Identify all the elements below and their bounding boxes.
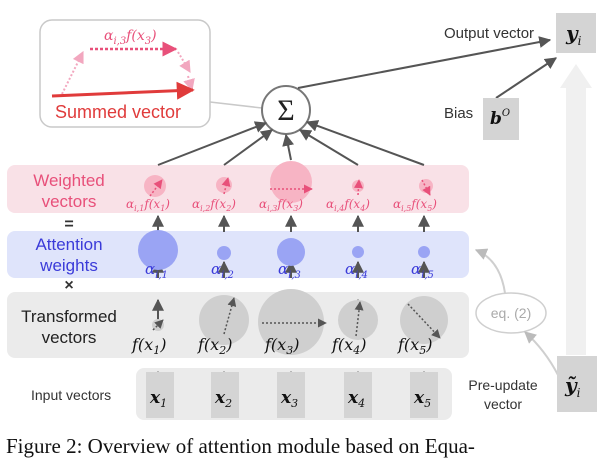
eq-to-attention-arrow [474,248,506,294]
pre-update-label-1: Pre-update [468,377,537,393]
input-box-3 [277,372,305,418]
column-2: x2 f(x2) αi,2 αi,2f(x2) [192,177,249,418]
transformed-f-4: f(x4) [331,335,366,357]
summed-vector-label: Summed vector [55,102,181,122]
column-5: x5 f(x5) αi,5 αi,5f(x5) [393,179,448,418]
eq-ref-ellipse [475,292,547,334]
transformed-f-1: f(x1) [131,335,166,357]
weighted-label-col-1: αi,1f(x1) [126,197,170,213]
pre-update-symbol: ỹi [564,373,581,400]
input-x-4: x4 [347,388,365,410]
column-1: x1 f(x1) αi,1 αi,1f(x1) [126,175,178,418]
input-x-5: x5 [413,388,431,410]
attention-label-1: Attention [35,235,102,254]
weighted-circle-2 [216,177,232,193]
times-sign: × [64,277,73,294]
attention-alpha-4: αi,4 [345,260,368,281]
input-x-1: x1 [149,388,167,410]
inset-connector [209,101,263,109]
weighted-label-col-5: αi,5f(x5) [393,197,437,213]
bias-symbol: bO [490,108,510,129]
attention-alpha-1: αi,1 [145,260,168,281]
input-box-1 [146,372,174,418]
attention-alpha-3: αi,3 [278,260,301,281]
pre-update-label-2: vector [484,396,522,412]
attention-circle-4 [352,246,364,258]
bias-to-output [495,57,557,99]
input-box-5 [410,372,438,418]
attention-alpha-5: αi,5 [411,260,434,281]
output-box [556,13,596,53]
attention-circle-5 [418,246,430,258]
bias-box [483,98,519,140]
attention-circle-1 [138,230,178,270]
transformed-f-3: f(x3) [264,335,299,357]
transformed-f-2: f(x2) [197,335,232,357]
pre-update-box [557,356,597,412]
sum-inputs [157,120,425,166]
weighted-circle-3 [270,161,312,203]
sum-to-output [297,36,552,89]
figure-caption: Figure 2: Overview of attention module b… [6,434,475,458]
transformed-label-2: vectors [42,328,97,347]
transformed-label-1: Transformed [21,307,117,326]
transformed-circle-2 [199,295,249,345]
attention-label-2: weights [39,256,98,275]
column-4: x4 f(x4) αi,4 αi,4f(x4) [326,179,378,418]
pre-to-eq-arrow [524,331,559,376]
weighted-label-col-2: αi,2f(x2) [192,197,236,213]
weighted-label-col-3: αi,3f(x3) [259,197,303,213]
eq-ref-label: eq. (2) [491,305,531,321]
equals-sign: = [64,216,73,233]
bias-label: Bias [444,105,473,122]
input-vectors-label: Input vectors [31,387,111,403]
sum-symbol: Σ [277,94,294,127]
transformed-circle-3 [258,289,324,355]
input-box-4 [344,372,372,418]
inset-arrows [51,41,195,100]
weighted-label-2: vectors [42,192,97,211]
output-symbol: yi [565,21,582,48]
weighted-band [7,165,469,213]
attention-alpha-2: αi,2 [211,260,234,281]
transformed-f-5: f(x5) [397,335,432,357]
input-box-2 [211,372,239,418]
attention-circle-3 [277,238,305,266]
attention-circle-2 [217,246,231,260]
weighted-label-1: Weighted [33,171,105,190]
weighted-circle-1 [144,175,166,197]
weighted-circle-5 [419,179,433,193]
input-x-2: x2 [214,388,232,410]
output-vector-label: Output vector [444,25,534,42]
weighted-label-col-4: αi,4f(x4) [326,197,370,213]
column-3: x3 f(x3) αi,3 αi,3f(x3) [258,161,327,418]
input-x-3: x3 [280,388,298,410]
inset-alpha-label: αi,3f(x3) [104,28,157,47]
residual-arrow [560,64,592,355]
